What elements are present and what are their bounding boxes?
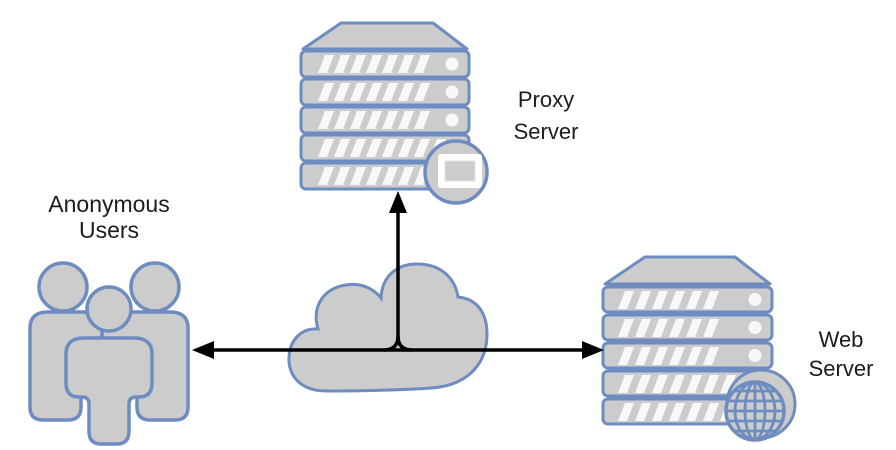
server-top-panel	[603, 255, 772, 286]
web-server-stack-icon	[603, 255, 772, 424]
server-slab	[603, 343, 772, 368]
arrowhead-to-web-server	[582, 341, 604, 359]
anonymous-users-label-line1: Anonymous	[48, 191, 170, 217]
server-slab	[301, 107, 469, 133]
arrow-fillet	[396, 335, 413, 352]
user-front	[64, 285, 154, 446]
connection-arrows	[207, 206, 589, 352]
web-server-label-line2: Server	[808, 356, 874, 381]
server-slab	[603, 315, 772, 340]
globe-badge-icon	[724, 368, 797, 442]
server-slab	[603, 287, 772, 312]
web-server-label-line1: Web	[818, 327, 864, 352]
arrowheads	[192, 191, 604, 359]
proxy-server-stack-icon	[301, 21, 469, 189]
server-slab	[301, 51, 469, 77]
arrowhead-to-users	[192, 341, 214, 359]
user-group-icon	[28, 261, 190, 446]
arrowhead-to-proxy-server	[389, 191, 407, 213]
web-server-label: Web Server	[781, 325, 896, 383]
proxy-server-label-line2: Server	[513, 119, 579, 144]
anonymous-users-label: Anonymous Users	[16, 191, 202, 243]
anonymous-users-label-line2: Users	[78, 217, 140, 243]
proxy-server-label-line1: Proxy	[517, 87, 575, 112]
proxy-server-label: Proxy Server	[476, 84, 616, 148]
cloud-icon	[287, 262, 489, 393]
server-top-panel	[301, 21, 469, 51]
monitor-badge-icon	[423, 139, 489, 205]
server-slab	[301, 79, 469, 105]
